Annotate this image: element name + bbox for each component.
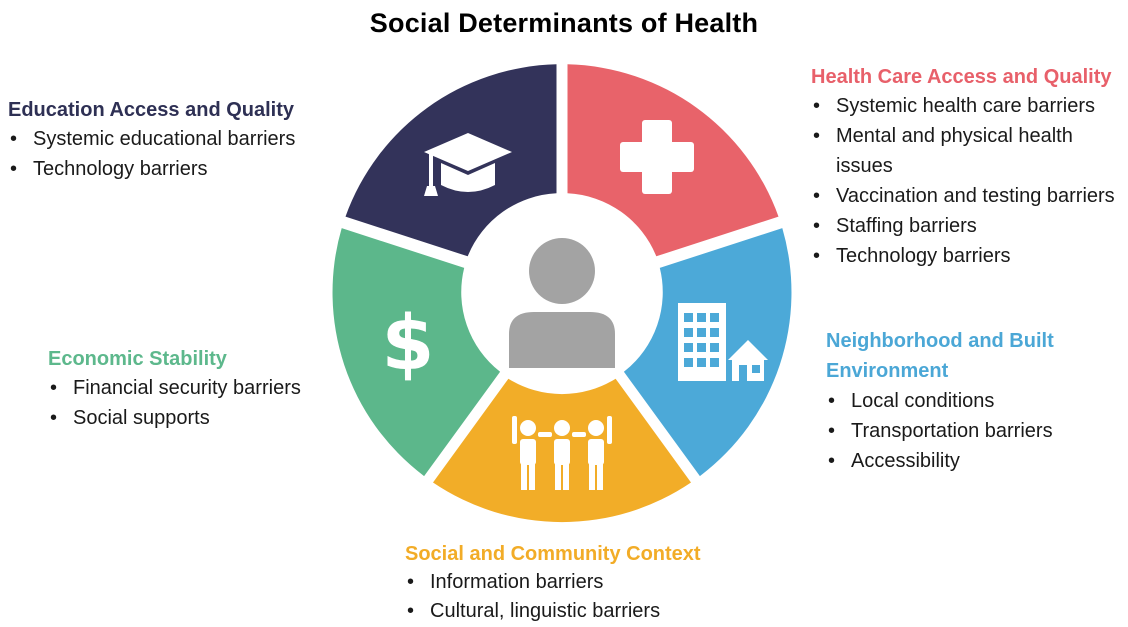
dollar-sign-icon: $: [382, 298, 435, 387]
list-item: Technology barriers: [8, 154, 338, 184]
economic-list: Financial security barriers Social suppo…: [48, 373, 348, 433]
neighborhood-list: Local conditions Transportation barriers…: [826, 386, 1126, 476]
list-item: Systemic health care barriers: [811, 91, 1128, 121]
health-care-heading: Health Care Access and Quality: [811, 66, 1112, 88]
list-item: Mental and physical health issues: [811, 121, 1128, 181]
list-item: Systemic educational barriers: [8, 124, 338, 154]
list-item: Social supports: [48, 403, 348, 433]
segment-economic: [332, 228, 501, 477]
economic-heading: Economic Stability: [48, 348, 227, 370]
list-item: Financial security barriers: [48, 373, 348, 403]
page-title: Social Determinants of Health: [369, 8, 759, 38]
economic-section: Economic Stability Financial security ba…: [48, 345, 348, 433]
list-item: Information barriers: [405, 568, 805, 597]
list-item: Technology barriers: [811, 241, 1128, 271]
graduation-cap-icon: [424, 133, 512, 196]
medical-cross-icon: [620, 120, 694, 194]
list-item: Cultural, linguistic barriers: [405, 597, 805, 626]
neighborhood-heading: Neighborhood and Built Environment: [826, 330, 1054, 382]
social-community-list: Information barriers Cultural, linguisti…: [405, 568, 805, 626]
list-item: Local conditions: [826, 386, 1126, 416]
people-icon: [512, 416, 612, 490]
health-care-list: Systemic health care barriers Mental and…: [811, 91, 1128, 271]
social-community-heading: Social and Community Context: [405, 543, 701, 565]
buildings-icon: [678, 303, 768, 381]
list-item: Transportation barriers: [826, 416, 1126, 446]
list-item: Accessibility: [826, 446, 1126, 476]
neighborhood-section: Neighborhood and Built Environment Local…: [826, 326, 1126, 476]
education-heading: Education Access and Quality: [8, 99, 295, 121]
list-item: Staffing barriers: [811, 211, 1128, 241]
person-icon: [509, 238, 615, 368]
education-list: Systemic educational barriers Technology…: [8, 124, 338, 184]
health-care-section: Health Care Access and Quality Systemic …: [811, 63, 1128, 271]
list-item: Vaccination and testing barriers: [811, 181, 1128, 211]
social-community-section: Social and Community Context Information…: [405, 540, 805, 626]
education-section: Education Access and Quality Systemic ed…: [8, 96, 338, 184]
